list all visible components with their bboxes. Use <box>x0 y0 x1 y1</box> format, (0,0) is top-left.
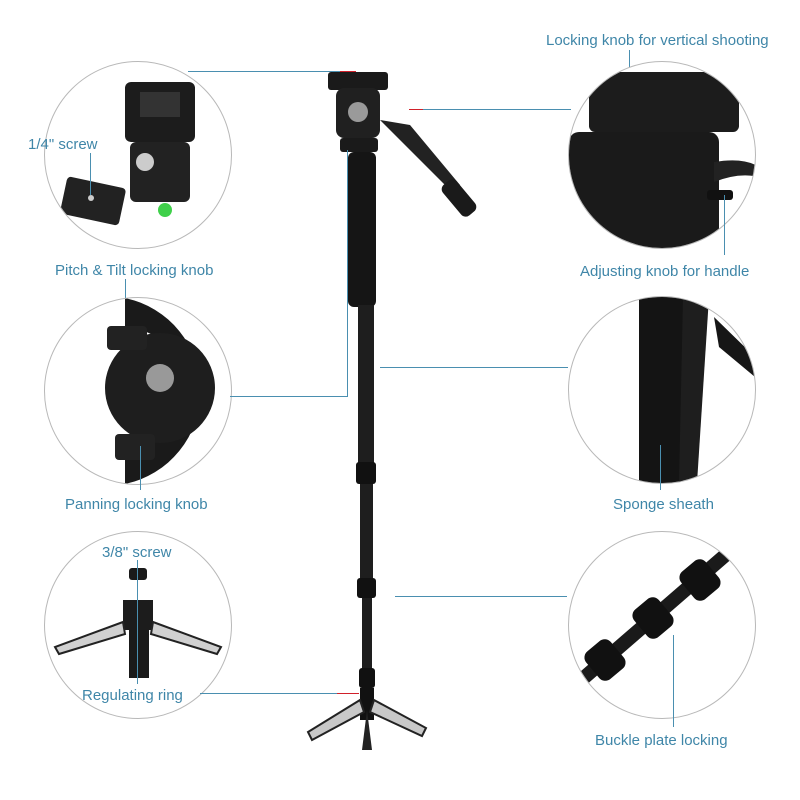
detail-circle-head <box>568 61 756 249</box>
buckle-label: Buckle plate locking <box>595 732 728 749</box>
base-leader <box>137 560 138 684</box>
panning-label: Panning locking knob <box>65 496 208 513</box>
panning-leader <box>140 446 141 490</box>
vertical-lock-label: Locking knob for vertical shooting <box>546 32 769 49</box>
detail-circle-sponge <box>568 296 756 484</box>
detail-circle-buckle <box>568 531 756 719</box>
pitch-tilt-leader-to-pole <box>230 396 347 397</box>
sponge-label: Sponge sheath <box>613 496 714 513</box>
handle-knob-label: Adjusting knob for handle <box>580 263 750 280</box>
quarter-screw-label: 1/4" screw <box>28 136 98 153</box>
monopod-product-image <box>300 60 560 770</box>
handle-knob-leader <box>724 195 725 255</box>
detail-circle-pitch-tilt <box>44 297 232 485</box>
pitch-tilt-label: Pitch & Tilt locking knob <box>55 262 214 279</box>
head-right-leader <box>409 109 571 110</box>
sponge-leader <box>660 445 661 490</box>
detail-circle-base <box>44 531 232 719</box>
regulating-ring-label: Regulating ring <box>82 687 183 704</box>
quarter-screw-leader <box>90 153 91 195</box>
buckle-leader-to-pole <box>395 596 567 597</box>
head-leader-line <box>188 71 348 72</box>
three-eighths-screw-label: 3/8" screw <box>102 544 172 561</box>
sponge-leader-to-pole <box>380 367 568 368</box>
buckle-leader <box>673 635 674 727</box>
detail-circle-quarter-screw <box>44 61 232 249</box>
regulating-ring-leader-to-pole <box>200 693 340 694</box>
